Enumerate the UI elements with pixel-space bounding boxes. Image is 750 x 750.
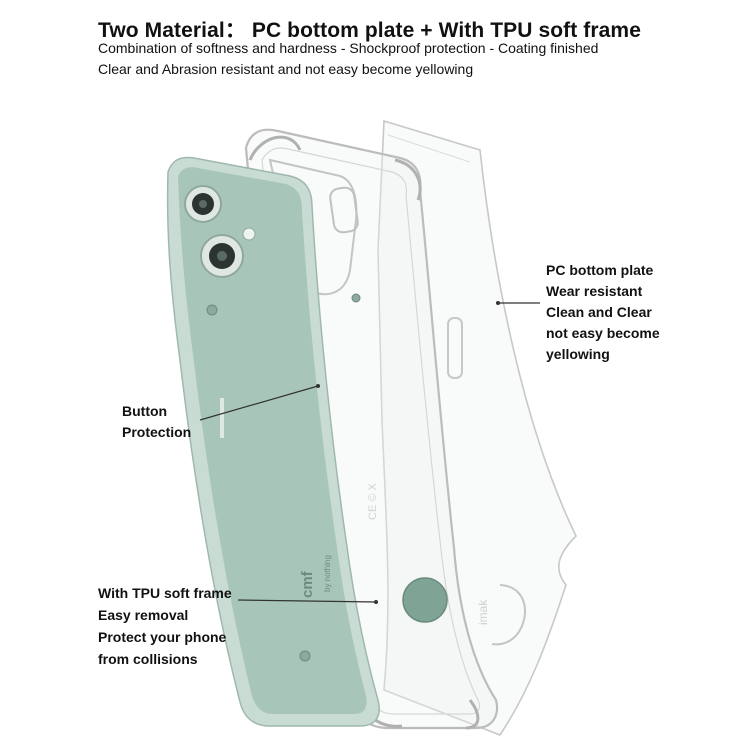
pc-plate-line-5: yellowing xyxy=(546,346,610,362)
pc-plate-line-4: not easy become xyxy=(546,325,660,341)
button-callout: Button Protection xyxy=(122,401,191,443)
tpu-frame-callout: With TPU soft frame Easy removal Protect… xyxy=(98,582,232,670)
tpu-leader-line xyxy=(237,599,377,603)
pc-plate-leader-dot xyxy=(496,301,500,305)
tpu-line-3: Protect your phone xyxy=(98,629,227,645)
pc-plate-line-1: PC bottom plate xyxy=(546,262,654,278)
pc-plate-line-2: Wear resistant xyxy=(546,283,643,299)
ce-mark: CE © X xyxy=(367,483,379,520)
tpu-line-2: Easy removal xyxy=(98,607,189,623)
cmf-brand-mark: cmf xyxy=(299,570,316,598)
headline: Two Material： PC bottom plate + With TPU… xyxy=(98,19,641,42)
pc-plate-callout: PC bottom plate Wear resistant Clean and… xyxy=(546,260,660,365)
button-leader-dot xyxy=(316,384,320,388)
button-leader-line xyxy=(199,385,319,421)
tpu-leader-dot xyxy=(374,600,378,604)
button-line-1: Button xyxy=(122,403,168,419)
imak-logo: imak xyxy=(476,599,490,625)
subtitle-line-2: Clear and Abrasion resistant and not eas… xyxy=(98,61,474,77)
tpu-line-1: With TPU soft frame xyxy=(98,585,232,601)
tpu-line-4: from collisions xyxy=(98,651,198,667)
pc-plate-line-3: Clean and Clear xyxy=(546,304,652,320)
button-line-2: Protection xyxy=(122,424,192,440)
subtitle-line-1: Combination of softness and hardness - S… xyxy=(98,40,599,56)
phone: cmf by nothing xyxy=(166,156,448,727)
by-nothing-mark: by nothing xyxy=(323,555,332,592)
